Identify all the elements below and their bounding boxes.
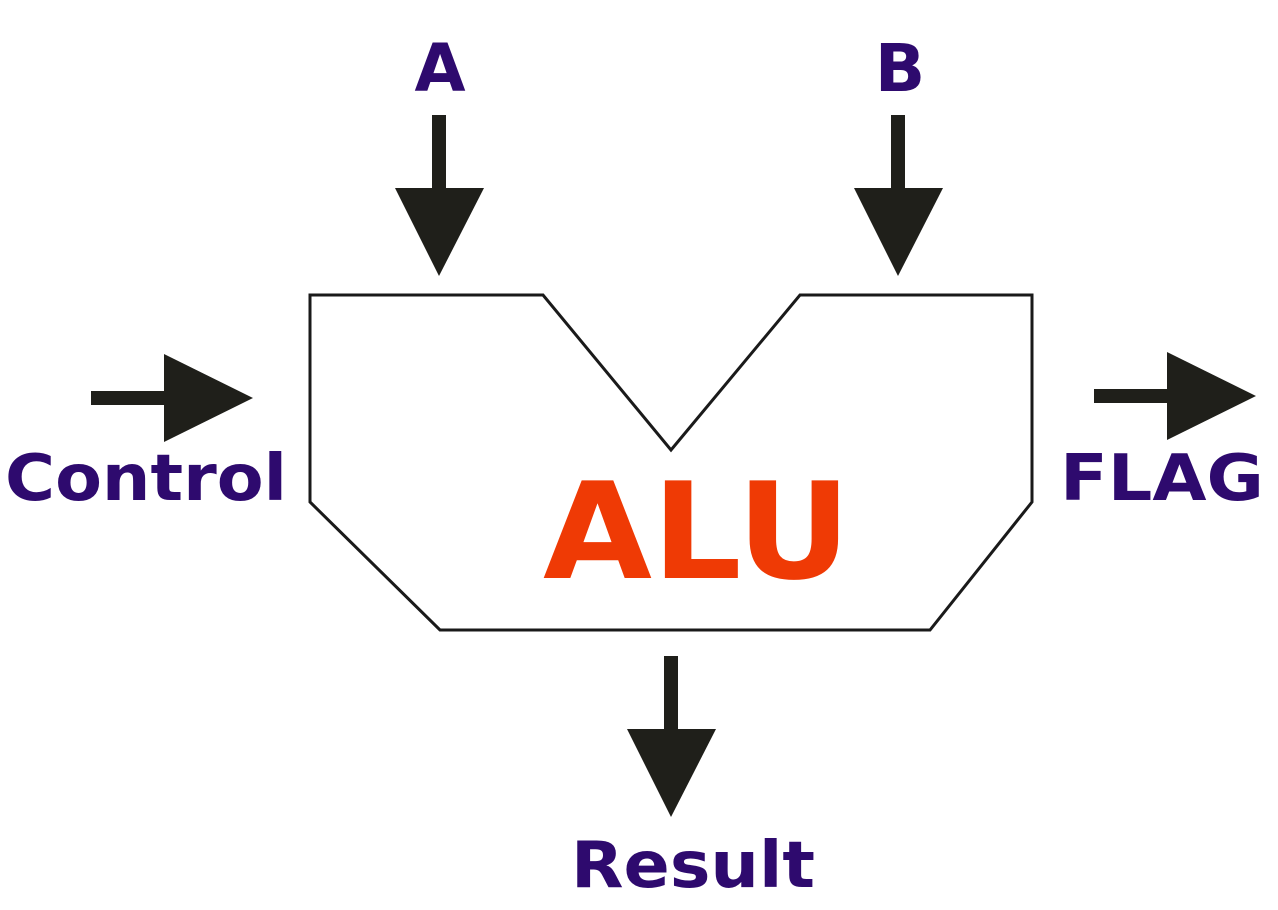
alu-body: [308, 293, 1034, 632]
input-b-label: B: [875, 30, 925, 107]
result-arrow: [627, 656, 716, 817]
flag-arrow: [1094, 352, 1256, 440]
alu-label: ALU: [543, 454, 851, 610]
result-label: Result: [571, 829, 815, 903]
input-a-label: A: [414, 30, 465, 107]
control-arrow: [91, 354, 253, 442]
flag-label: FLAG: [1060, 442, 1264, 516]
control-label: Control: [5, 442, 287, 516]
input-a-arrow: [395, 115, 484, 276]
input-b-arrow: [854, 115, 943, 276]
